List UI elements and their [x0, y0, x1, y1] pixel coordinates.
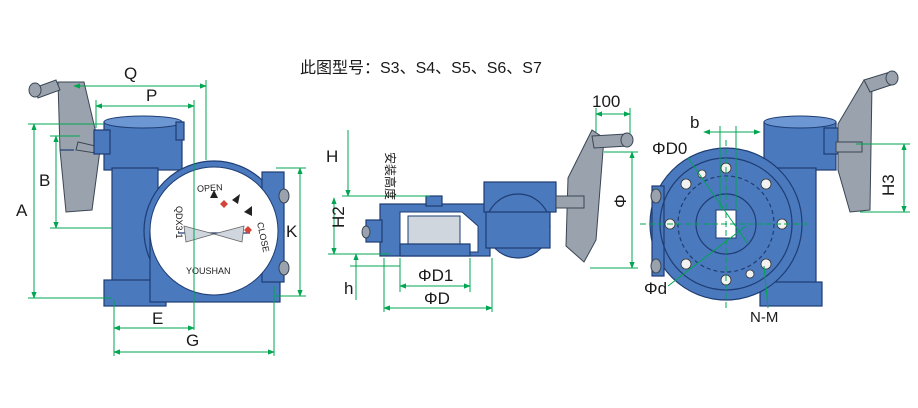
dim-e-label: E — [152, 309, 163, 328]
dim-k-label: K — [286, 222, 298, 241]
dim-h3-label: H3 — [879, 174, 898, 196]
dim-a-label: A — [16, 201, 28, 220]
dim-d-label: ΦD — [424, 289, 450, 308]
handwheel-side-icon — [555, 129, 634, 263]
dim-small-d-label: Φd — [644, 279, 667, 298]
dim-nm-label: N-M — [750, 309, 778, 326]
dial-open-label: OPEN — [197, 182, 223, 194]
dim-q-label: Q — [124, 64, 137, 83]
model-caption: 此图型号：S3、S4、S5、S6、S7 — [300, 59, 542, 77]
dim-h2-label: H2 — [329, 206, 348, 228]
dim-100-label: 100 — [592, 92, 620, 111]
front-view: OPEN CLOSE QDX3-1 YOUSHAN Q P A B E G — [16, 64, 306, 356]
dim-g-label: G — [186, 331, 199, 350]
dial-model-label: QDX3-1 — [174, 206, 184, 239]
dim-phi-label: Φ — [611, 194, 630, 208]
dial-brand-label: YOUSHAN — [186, 266, 231, 276]
dim-d1-label: ΦD1 — [418, 266, 453, 285]
dim-h-label: H — [326, 147, 338, 166]
dim-small-h-label: h — [344, 279, 353, 298]
dial-indicator — [178, 190, 252, 243]
dim-p-label: P — [146, 86, 157, 105]
dim-b-small-label: b — [690, 113, 699, 132]
dim-d0-label: ΦD0 — [652, 139, 687, 158]
dim-b-label: B — [39, 171, 50, 190]
handwheel-icon — [28, 79, 105, 213]
handwheel-top-icon — [835, 70, 899, 213]
top-view: b ΦD0 H3 Φd N-M — [640, 70, 910, 326]
side-view: H 安装高度 H2 h ΦD1 ΦD 100 Φ — [326, 92, 638, 312]
install-height-label: 安装高度 — [383, 152, 398, 200]
